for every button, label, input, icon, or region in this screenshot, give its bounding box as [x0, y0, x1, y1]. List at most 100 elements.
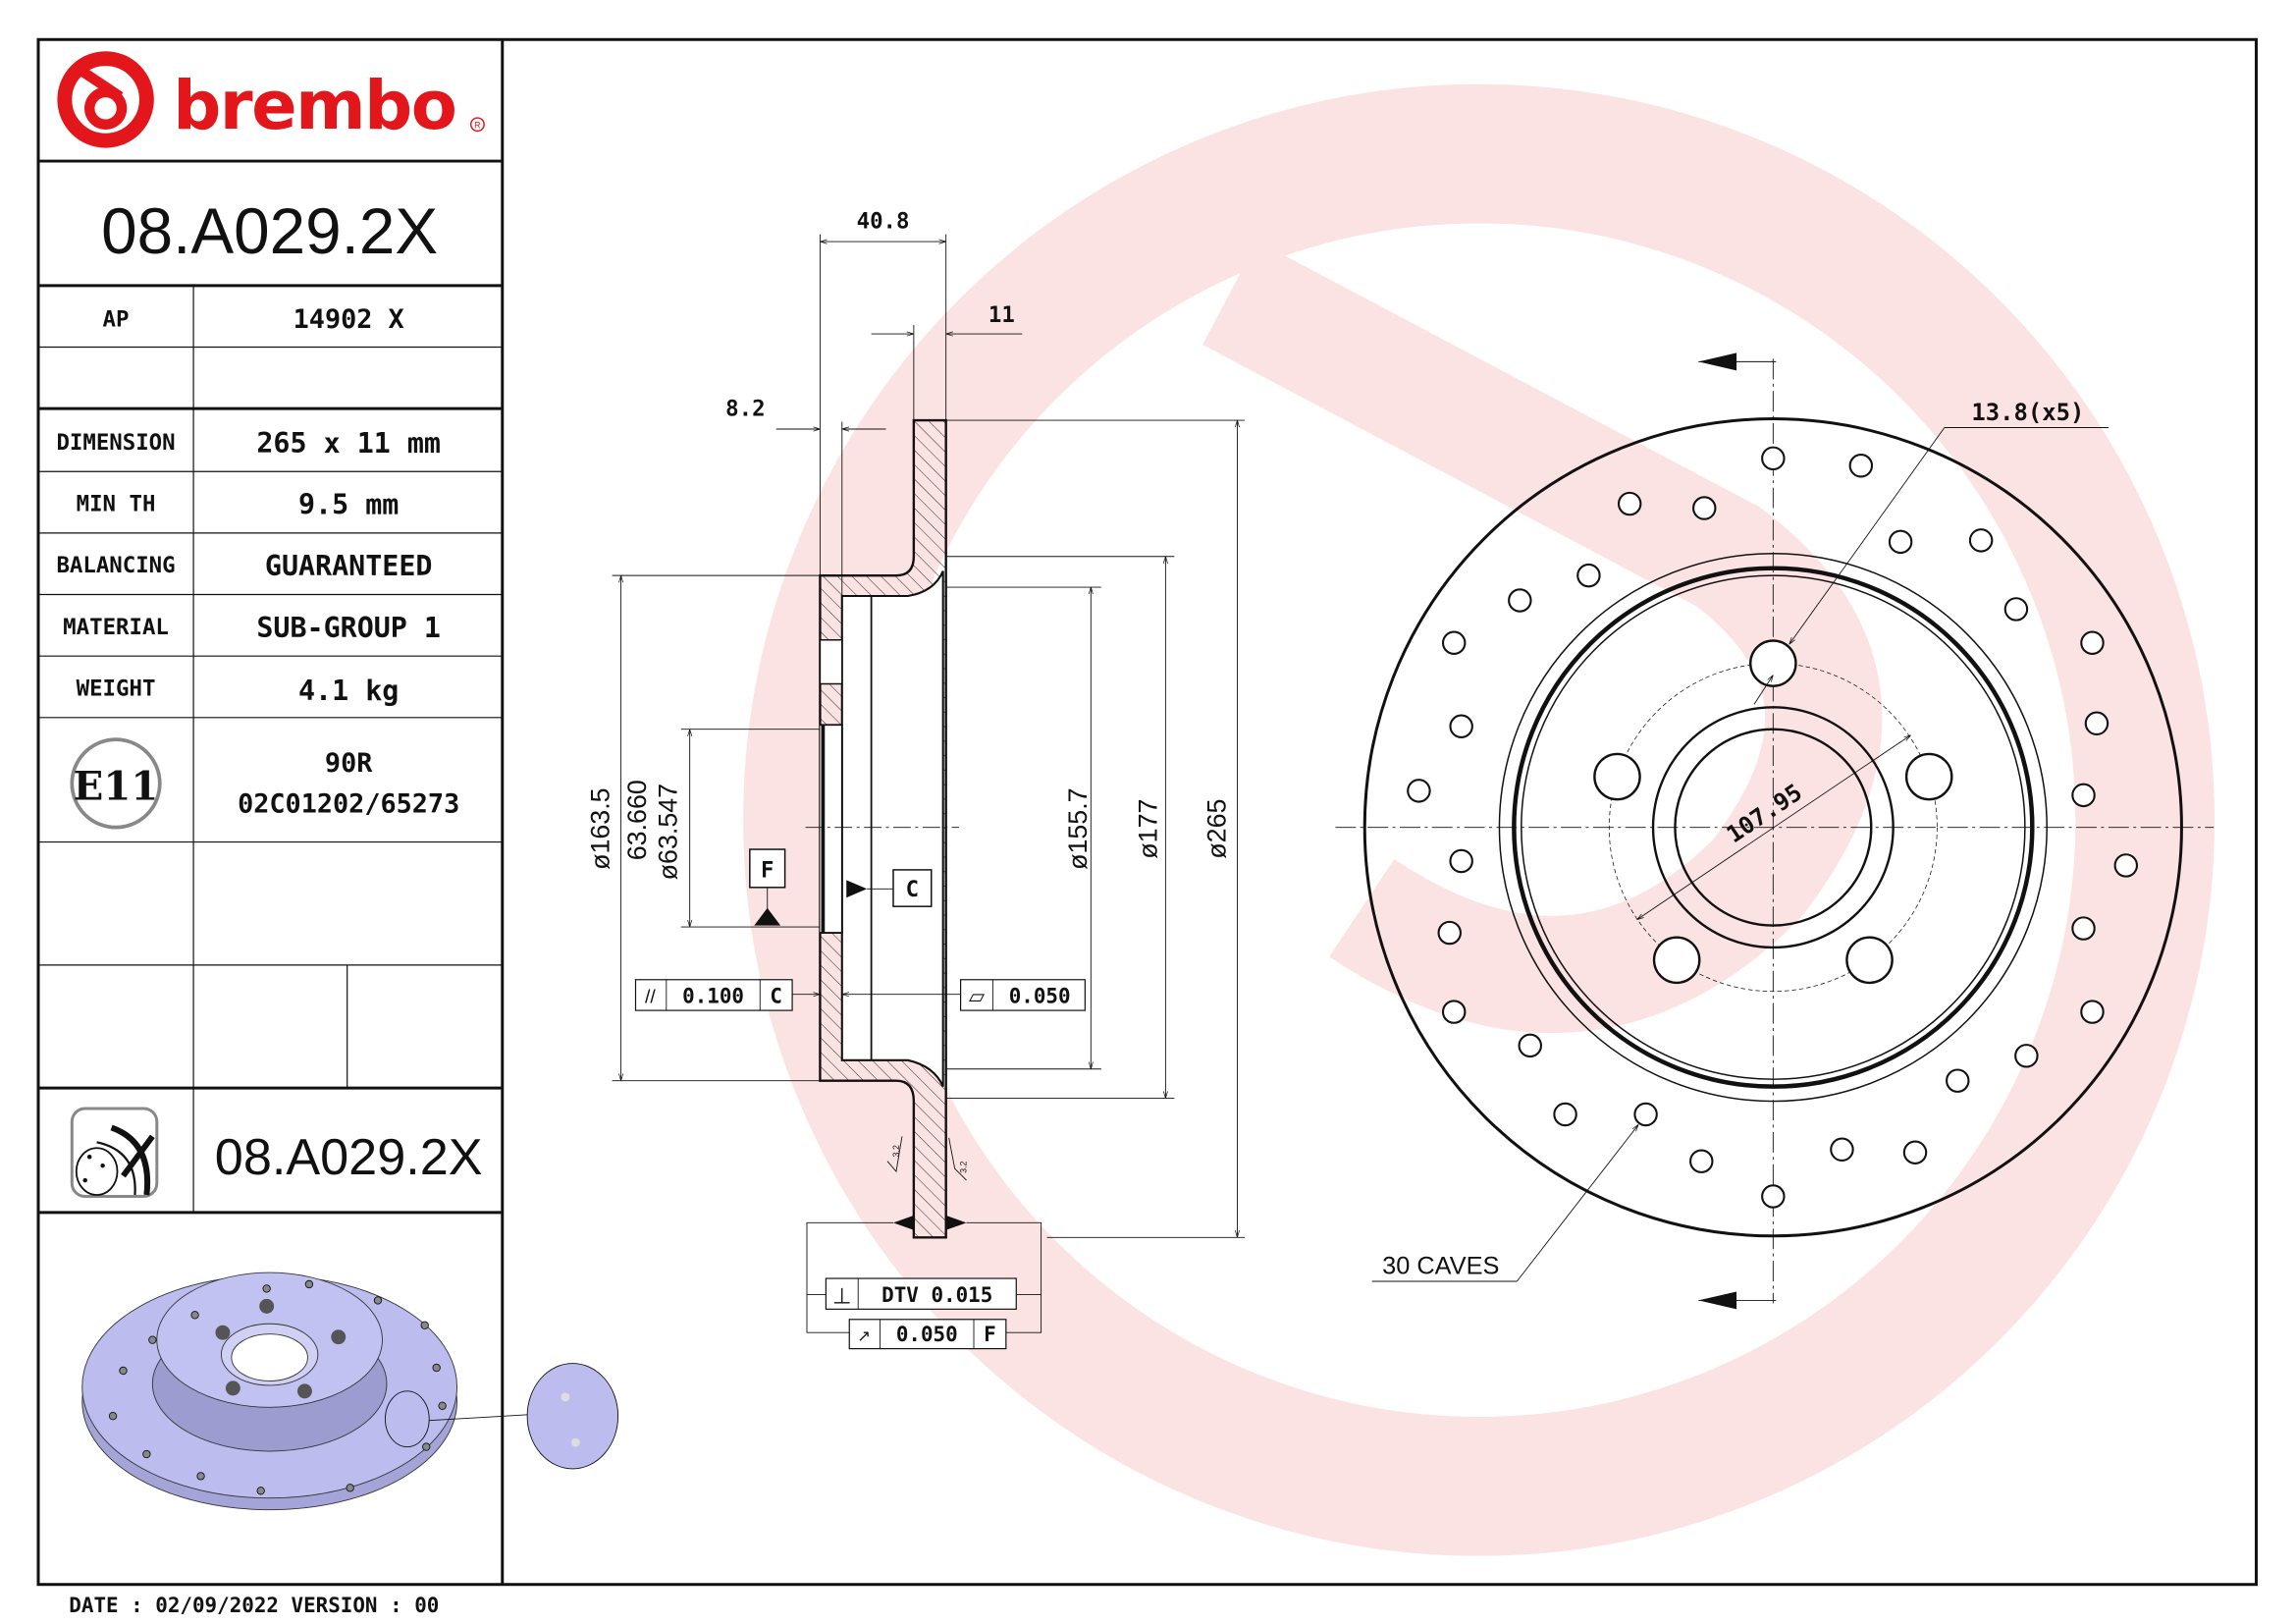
svg-text:brembo: brembo — [173, 67, 455, 145]
dim-d155: ø155.7 — [1063, 787, 1093, 870]
spec-value-material: SUB-GROUP 1 — [256, 612, 441, 644]
drill-hole — [1692, 496, 1717, 520]
svg-text:0.050: 0.050 — [896, 1323, 958, 1346]
svg-text:▱: ▱ — [969, 986, 985, 1008]
drill-hole — [1449, 714, 1473, 738]
render-drill-hole — [373, 1296, 383, 1305]
svg-text:R: R — [474, 121, 481, 131]
tolerance-dtv-runout: ⊥ DTV 0.015 ↗ 0.050 F — [806, 1215, 1042, 1350]
bolt-hole — [1904, 752, 1953, 801]
bottom-part-number: 08.A029.2X — [215, 1129, 483, 1186]
svg-text:3.2: 3.2 — [959, 1161, 969, 1172]
drill-hole — [1968, 528, 1994, 553]
sheet-frame — [36, 37, 2259, 1587]
drill-hole — [1449, 848, 1473, 874]
svg-text:⊥: ⊥ — [832, 1283, 851, 1308]
svg-text:C: C — [770, 985, 782, 1008]
tolerance-parallelism: // 0.100 C — [634, 979, 821, 1011]
dim-d63-max: 63.660 — [622, 780, 652, 860]
dim-hat-wall: 8.2 — [725, 397, 765, 422]
drill-hole — [1617, 491, 1642, 516]
svg-text:F: F — [761, 857, 774, 883]
render-drill-hole — [438, 1401, 447, 1410]
spec-value-min-th: 9.5 mm — [298, 488, 399, 520]
dim-d265: ø265 — [1202, 799, 1232, 859]
title-block-grid — [37, 159, 503, 1215]
e11-approval-mark: E11 — [70, 737, 162, 830]
spec-value-weight: 4.1 kg — [298, 675, 399, 707]
section-view: 40.8 11 8.2 ø163.5 63.660 ø63.547 ø155.7… — [586, 209, 1245, 1350]
drill-hole — [1576, 563, 1601, 588]
render-drill-hole — [148, 1335, 157, 1344]
drill-hole — [1553, 1102, 1577, 1127]
dim-d177: ø177 — [1133, 799, 1162, 859]
disc-3d-render — [81, 1272, 619, 1511]
render-drill-hole — [422, 1442, 431, 1451]
brembo-logo: brembo R — [57, 51, 485, 148]
svg-text:0.100: 0.100 — [682, 985, 744, 1008]
drill-hole — [1888, 529, 1913, 555]
drill-hole — [1518, 1033, 1542, 1058]
drill-hole — [1508, 588, 1532, 613]
spec-label-balancing: BALANCING — [56, 553, 175, 578]
bolt-hole-label: 13.8(x5) — [1971, 399, 2084, 426]
drill-hole — [1689, 1149, 1714, 1173]
render-drill-hole — [190, 1311, 199, 1320]
svg-text:E11: E11 — [74, 763, 159, 809]
spec-label-dimension: DIMENSION — [56, 430, 175, 456]
spec-label-ap: AP — [103, 307, 130, 333]
tolerance-flatness: ▱ 0.050 — [841, 979, 1086, 1011]
spec-label-material: MATERIAL — [63, 615, 169, 640]
spec-label-weight: WEIGHT — [77, 676, 156, 701]
drill-hole — [2003, 597, 2029, 622]
svg-text:↗: ↗ — [857, 1327, 871, 1345]
spec-label-min-th: MIN TH — [77, 492, 156, 517]
drill-hole — [2080, 630, 2105, 655]
bolt-hole — [1845, 936, 1894, 985]
drill-hole — [1761, 1184, 1786, 1209]
front-view: 107.95 13.8(x5) 30 CAVES — [1335, 352, 2215, 1310]
bolt-hole — [1652, 936, 1701, 985]
drill-hole — [1633, 1102, 1658, 1127]
surface-roughness: 3.2 3.2 — [886, 1136, 969, 1181]
datum-c — [892, 869, 933, 907]
spec-value-ap: 14902 X — [294, 304, 404, 335]
drill-hole — [1761, 446, 1786, 471]
detail-view-drill-holes — [526, 1363, 619, 1470]
approval-number: 02C01202/65273 — [238, 789, 459, 820]
drill-hole — [2071, 916, 2096, 941]
spec-table: AP 14902 X DIMENSION 265 x 11 mm MIN TH … — [56, 304, 441, 707]
drill-hole — [1437, 920, 1462, 946]
bolt-hole — [1593, 752, 1641, 801]
render-drill-hole — [119, 1366, 128, 1376]
svg-text://: // — [645, 987, 656, 1008]
drill-hole — [1902, 1140, 1928, 1164]
drill-hole — [1441, 630, 1467, 655]
disc-outer-edge — [1362, 417, 2183, 1238]
spec-value-balancing: GUARANTEED — [265, 550, 433, 582]
spec-value-dimension: 265 x 11 mm — [256, 427, 441, 460]
render-drill-hole — [420, 1321, 429, 1329]
dim-d163: ø163.5 — [586, 787, 615, 870]
drill-hole — [2113, 853, 2139, 878]
drill-hole — [1407, 779, 1431, 803]
bolt-hole — [1749, 639, 1797, 687]
part-number: 08.A029.2X — [101, 195, 438, 267]
dim-overall-height: 40.8 — [857, 209, 910, 235]
svg-text:DTV 0.015: DTV 0.015 — [881, 1283, 992, 1307]
drill-hole — [1946, 1068, 1970, 1093]
drill-hole — [2014, 1044, 2039, 1068]
drill-hole — [2071, 783, 2096, 808]
drill-holes-label: 30 CAVES — [1382, 1253, 1499, 1280]
dim-thickness: 11 — [988, 302, 1015, 328]
drilled-disc-icon — [70, 1107, 159, 1198]
svg-text:0.050: 0.050 — [1009, 985, 1071, 1008]
svg-text:C: C — [906, 877, 919, 902]
svg-text:3.2: 3.2 — [891, 1145, 901, 1157]
render-drill-hole — [142, 1449, 151, 1459]
dim-d63-min: ø63.547 — [653, 784, 682, 880]
render-drill-hole — [346, 1484, 354, 1492]
render-drill-hole — [432, 1363, 441, 1373]
drill-hole — [2084, 711, 2109, 735]
